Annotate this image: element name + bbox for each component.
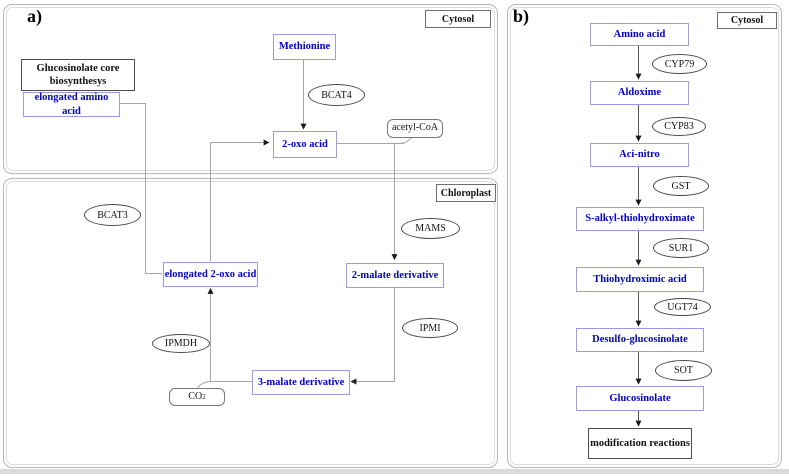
methionine-node: Methionine	[273, 34, 336, 60]
desulfo-glucosinolate-node: Desulfo-glucosinolate	[576, 328, 704, 352]
bcat3-enzyme: BCAT3	[84, 204, 141, 226]
sot-enzyme: SOT	[655, 360, 712, 381]
chloroplast-label: Chloroplast	[436, 184, 496, 202]
gst-enzyme: GST	[653, 176, 709, 196]
cytosol-label-panel-a: Cytosol	[425, 10, 491, 28]
elongated-amino-acid-node: elongated amino acid	[23, 92, 120, 117]
cyp83-enzyme: CYP83	[652, 117, 706, 136]
figure-bottom-edge	[0, 469, 789, 474]
panel-b-letter: b)	[513, 6, 530, 26]
thiohydroximic-acid-node: Thiohydroximic acid	[576, 267, 704, 292]
sur1-enzyme: SUR1	[653, 238, 709, 258]
ipmdh-enzyme: IPMDH	[152, 334, 210, 353]
modification-reactions-box: modification reactions	[588, 428, 692, 459]
glucosinolate-node: Glucosinolate	[576, 386, 704, 411]
cytosol-label-panel-b: Cytosol	[717, 12, 777, 29]
cyp79-enzyme: CYP79	[652, 54, 707, 74]
panel-a-letter: a)	[27, 6, 42, 26]
ugt74-enzyme: UGT74	[654, 298, 711, 316]
acetyl-coa-node: acetyl-CoA	[387, 119, 443, 138]
aci-nitro-node: Aci-nitro	[590, 143, 689, 167]
co2-subscript: 2	[202, 392, 206, 401]
2-malate-derivative-node: 2-malate derivative	[346, 263, 444, 288]
amino-acid-node: Amino acid	[590, 23, 689, 46]
ipmi-enzyme: IPMI	[402, 318, 458, 338]
mams-enzyme: MAMS	[401, 218, 460, 239]
elongated-2-oxo-acid-node: elongated 2-oxo acid	[163, 262, 258, 287]
oxo-acid-node: 2-oxo acid	[273, 131, 337, 158]
glucosinolate-core-box: Glucosinolate core biosynthesys	[21, 59, 135, 91]
3-malate-derivative-node: 3-malate derivative	[252, 370, 350, 395]
bcat4-enzyme: BCAT4	[308, 84, 365, 106]
aldoxime-node: Aldoxime	[590, 81, 689, 105]
s-alkyl-thiohydroximate-node: S-alkyl-thiohydroximate	[576, 207, 704, 231]
co2-text: CO	[188, 390, 203, 402]
